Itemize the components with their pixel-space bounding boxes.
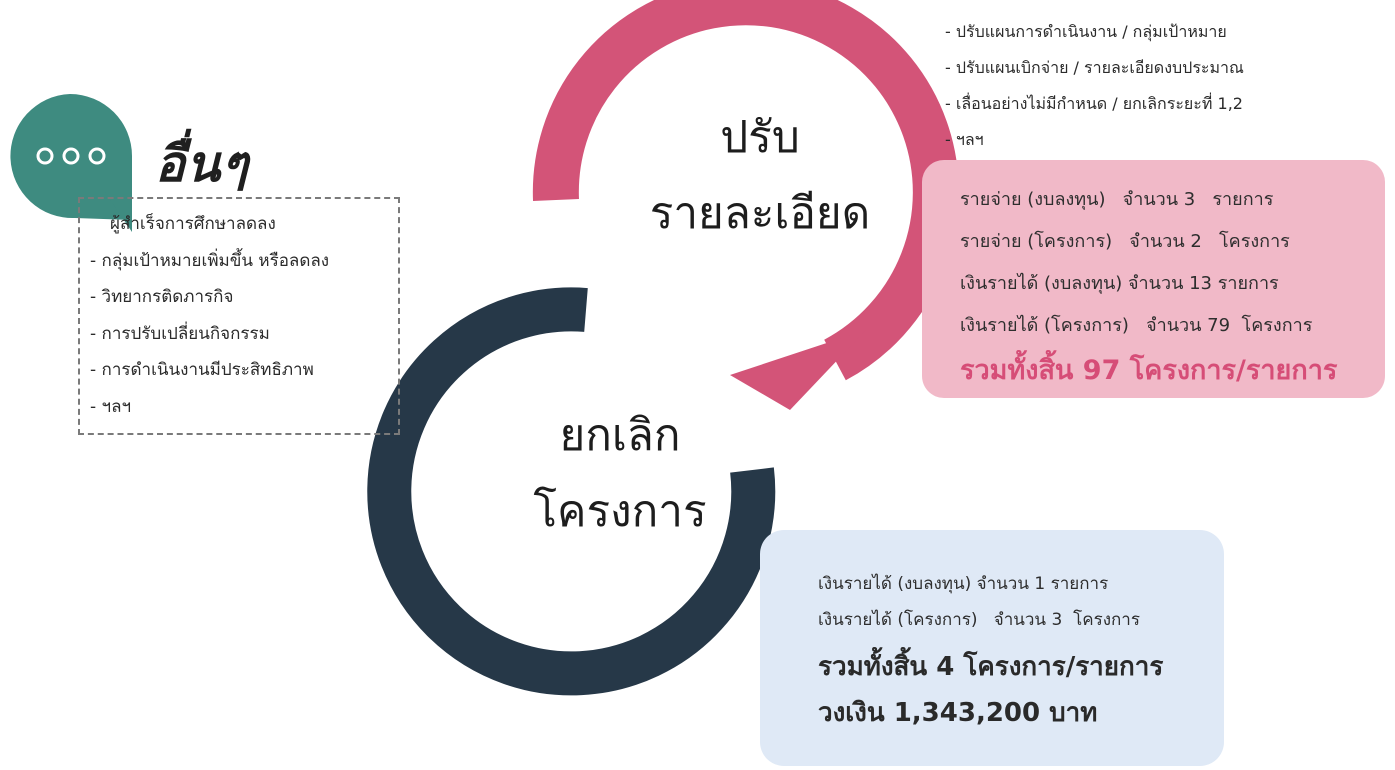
others-item: - การปรับเปลี่ยนกิจกรรม (90, 323, 270, 344)
adjust-ring-arc (532, 0, 959, 381)
others-item: ผู้สำเร็จการศึกษาลดลง (110, 214, 276, 234)
cancel-label-line1: ยกเลิก (559, 410, 681, 461)
speech-bubble-icon (10, 94, 132, 232)
adjust-bullet: - เลื่อนอย่างไม่มีกำหนด / ยกเลิกระยะที่ … (945, 94, 1243, 113)
adjust-summary-row: เงินรายได้ (งบลงทุน) จำนวน 13 รายการ (960, 273, 1279, 294)
cancel-ring-arc (367, 287, 776, 696)
others-item: - กลุ่มเป้าหมายเพิ่มขึ้น หรือลดลง (90, 250, 330, 271)
adjust-summary-row: เงินรายได้ (โครงการ) จำนวน 79 โครงการ (960, 315, 1313, 336)
cancel-label-line2: โครงการ (533, 486, 707, 537)
adjust-ring-arrowhead (730, 330, 866, 410)
others-title: อื่นๆ (155, 135, 250, 193)
adjust-summary-box (922, 160, 1385, 398)
adjust-bullet: - ปรับแผนการดำเนินงาน / กลุ่มเป้าหมาย (945, 22, 1227, 41)
adjust-label-line1: ปรับ (720, 112, 800, 163)
adjust-summary-row: รายจ่าย (งบลงทุน) จำนวน 3 รายการ (960, 189, 1274, 210)
others-list: ผู้สำเร็จการศึกษาลดลง - กลุ่มเป้าหมายเพิ… (90, 206, 400, 425)
adjust-label-line2: รายละเอียด (649, 188, 871, 239)
others-dashed-box (78, 197, 400, 435)
adjust-summary-row: รายจ่าย (โครงการ) จำนวน 2 โครงการ (960, 231, 1290, 252)
adjust-label: ปรับ รายละเอียด (600, 100, 920, 252)
cancel-summary-row: เงินรายได้ (งบลงทุน) จำนวน 1 รายการ (818, 574, 1109, 594)
adjust-bullets: - ปรับแผนการดำเนินงาน / กลุ่มเป้าหมาย - … (945, 14, 1244, 158)
cancel-budget: วงเงิน 1,343,200 บาท (818, 698, 1098, 728)
cancel-summary-row: เงินรายได้ (โครงการ) จำนวน 3 โครงการ (818, 610, 1140, 630)
others-item: - วิทยากรติดภารกิจ (90, 287, 234, 307)
cancel-total: รวมทั้งสิ้น 4 โครงการ/รายการ (818, 652, 1164, 682)
cancel-label: ยกเลิก โครงการ (460, 398, 780, 550)
adjust-bullet: - ปรับแผนเบิกจ่าย / รายละเอียดงบประมาณ (945, 58, 1244, 77)
others-item: - ฯลฯ (90, 396, 132, 417)
adjust-total: รวมทั้งสิ้น 97 โครงการ/รายการ (960, 355, 1338, 386)
adjust-bullet: - ฯลฯ (945, 130, 984, 149)
others-item: - การดำเนินงานมีประสิทธิภาพ (90, 360, 314, 380)
cancel-summary-box (760, 530, 1224, 766)
